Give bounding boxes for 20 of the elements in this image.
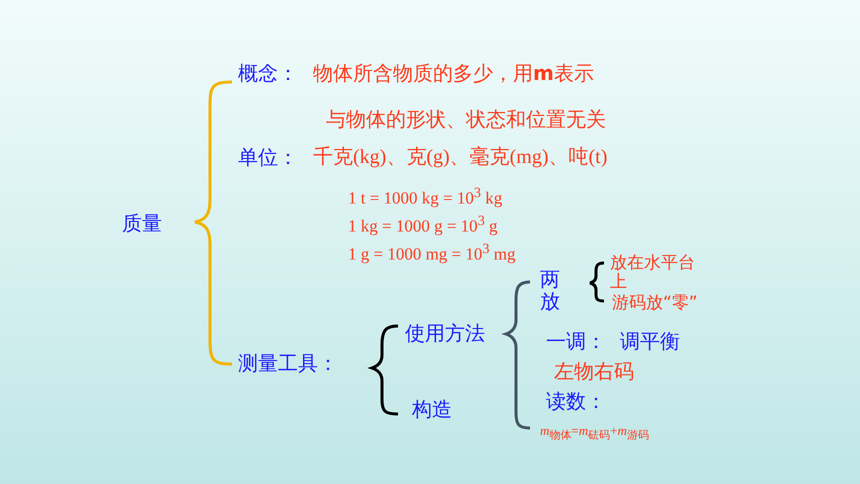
label-text: 概念：: [238, 62, 298, 84]
label-text: 读数：: [546, 390, 606, 412]
label-text: 1 kg = 1000 g = 10$^{3}$ g: [348, 214, 498, 236]
label-text: 质量: [122, 212, 162, 234]
label-text: 放在水平台上: [610, 254, 696, 292]
label-text: 使用方法: [405, 322, 485, 344]
label-text: 1 g = 1000 mg = 10$^{3}$ mg: [348, 242, 516, 264]
label-text: 两放: [540, 268, 561, 312]
label-text: 1 t = 1000 kg = 10$^{3}$ kg: [348, 186, 502, 208]
label-text: 物体所含物质的多少，用m表示: [313, 62, 594, 84]
label-text: m$_{物体}$=m$_{砝码}$+m$_{游码}$: [540, 424, 649, 442]
label-text: 测量工具：: [238, 352, 338, 374]
label-text: 调平衡: [620, 330, 680, 352]
label-text: 左物右码: [554, 360, 634, 382]
label-text: 千克(kg)、克(g)、毫克(mg)、吨(t): [313, 146, 608, 168]
label-text: 与物体的形状、状态和位置无关: [326, 108, 606, 130]
label-text: 游码放“零”: [612, 294, 698, 313]
label-text: 单位：: [238, 146, 298, 168]
label-text: 构造: [412, 398, 452, 420]
label-text: 一调：: [546, 330, 606, 352]
